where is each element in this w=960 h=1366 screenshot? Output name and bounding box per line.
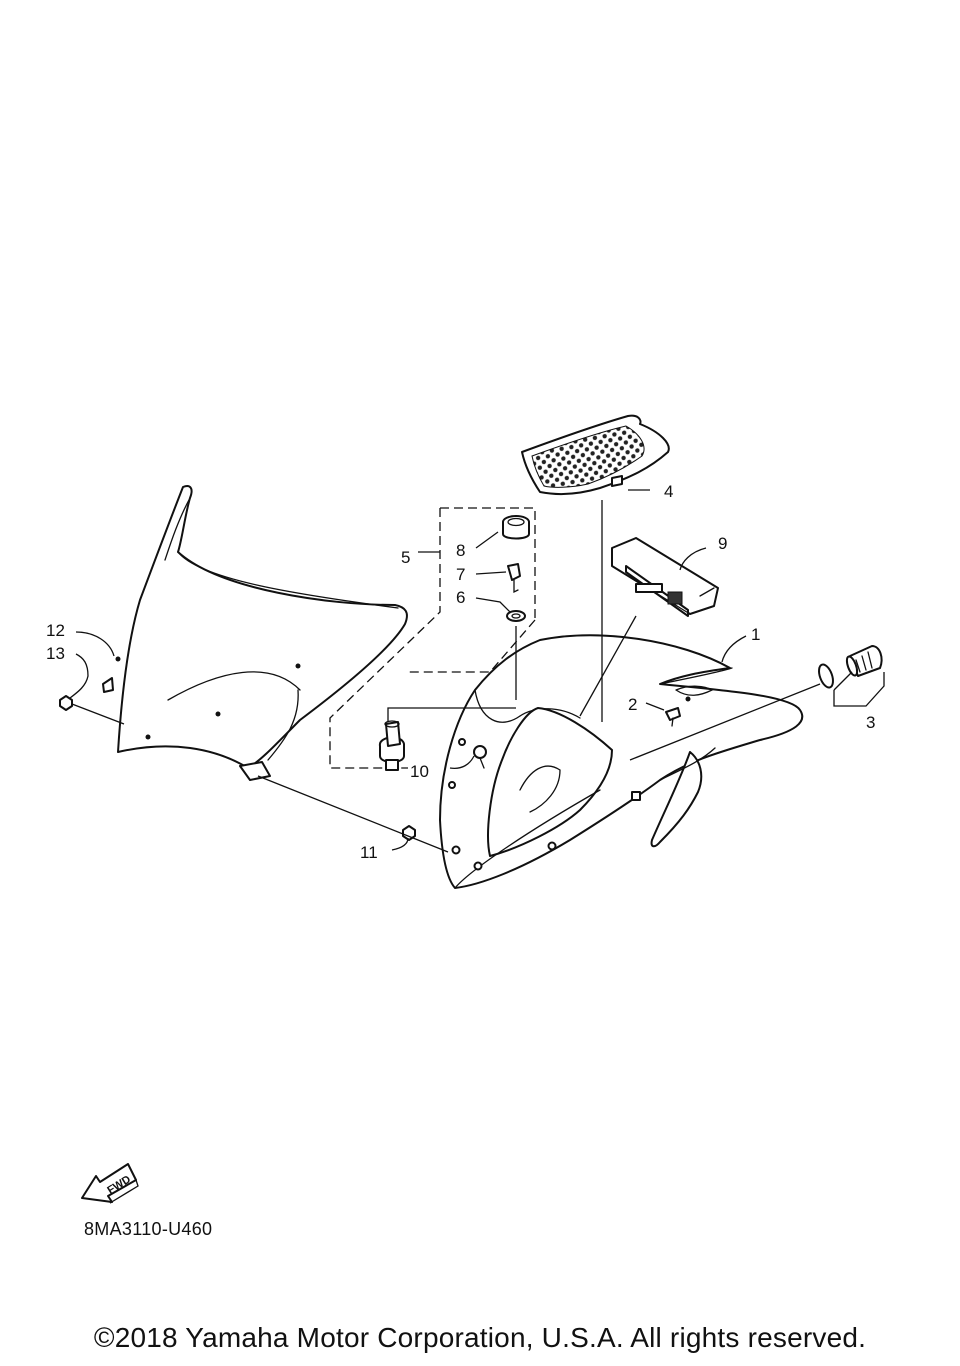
meter-unit-part (611, 537, 719, 617)
diagram-code: 8MA3110-U460 (84, 1219, 213, 1239)
callout-7: 7 (456, 565, 465, 584)
callout-5: 5 (401, 548, 410, 567)
leader-lines (69, 489, 885, 853)
nut-part-11 (402, 825, 416, 841)
callout-1: 1 (751, 625, 760, 644)
ring-part-6 (506, 610, 526, 622)
accessory-socket-part (818, 645, 883, 689)
copyright-notice: ©2018 Yamaha Motor Corporation, U.S.A. A… (93, 1322, 867, 1353)
callout-11: 11 (360, 843, 378, 862)
callout-2: 2 (628, 695, 637, 714)
nut-part-13 (59, 695, 73, 711)
screw-part-2 (665, 707, 681, 727)
key-part-7 (507, 563, 521, 594)
callout-3: 3 (866, 713, 875, 732)
callout-10: 10 (410, 762, 429, 781)
front-cowl-part (439, 634, 804, 889)
windshield-part (102, 485, 408, 781)
callout-4: 4 (664, 482, 673, 501)
main-switch-assembly (329, 507, 536, 771)
callout-6: 6 (456, 588, 465, 607)
screw-part-10 (473, 745, 487, 769)
callout-9: 9 (718, 534, 727, 553)
forward-arrow-icon: FWD (81, 1163, 139, 1204)
mesh-cover-part (521, 414, 670, 496)
switch-body-part (379, 720, 405, 771)
callout-8: 8 (456, 541, 465, 560)
callout-labels: 1 2 3 4 5 6 7 8 9 10 11 12 13 (46, 482, 875, 862)
callout-12: 12 (46, 621, 65, 640)
switch-cap-part-8 (502, 515, 530, 540)
callout-13: 13 (46, 644, 65, 663)
